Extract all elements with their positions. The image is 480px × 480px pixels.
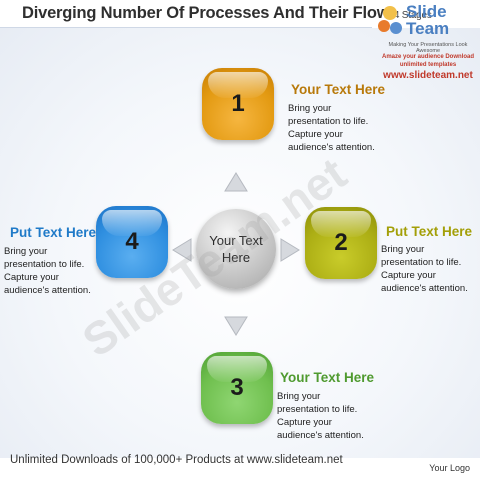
stage-2-body: Bring your presentation to life. Capture… xyxy=(381,244,468,294)
stage-4-heading: Put Text Here xyxy=(10,225,97,240)
stage-2-number: 2 xyxy=(334,229,348,256)
stage-3-heading: Your Text Here xyxy=(280,370,375,385)
stage-1-body: Bring your presentation to life. Capture… xyxy=(288,103,375,153)
logo-line1: Slide xyxy=(406,2,447,21)
slide-title-suffix: 4 Stages xyxy=(393,10,432,21)
arrow-up-icon xyxy=(224,172,248,192)
promo-url: www.slideteam.net xyxy=(383,70,473,81)
stage-1-heading: Your Text Here xyxy=(291,82,386,97)
promo-text: Amaze your audience Download unlimited t… xyxy=(381,54,475,68)
arrow-down-icon xyxy=(224,316,248,336)
stage-3-box: 3 xyxy=(201,352,273,424)
stage-1-number: 1 xyxy=(231,90,245,117)
title-underline xyxy=(0,27,372,28)
logo-line2: Team xyxy=(406,19,450,38)
center-label: Your Text Here xyxy=(209,233,263,265)
stage-2-heading: Put Text Here xyxy=(386,224,473,239)
stage-1-box: 1 xyxy=(202,68,274,140)
your-logo-text: Your Logo xyxy=(429,463,470,473)
arrow-left-icon xyxy=(172,238,192,262)
slide-title-text: Diverging Number Of Processes And Their … xyxy=(22,4,390,22)
stage-4-body: Bring your presentation to life. Capture… xyxy=(4,246,91,296)
arrow-right-icon xyxy=(280,238,300,262)
slide-title: Diverging Number Of Processes And Their … xyxy=(22,4,432,23)
stage-4-number: 4 xyxy=(125,228,139,255)
logo-mark-icon xyxy=(378,6,402,34)
center-circle: Your Text Here xyxy=(196,209,276,289)
stage-3-number: 3 xyxy=(230,374,244,401)
stage-4-box: 4 xyxy=(96,206,168,278)
footer-text: Unlimited Downloads of 100,000+ Products… xyxy=(10,454,343,466)
stage-3-body: Bring your presentation to life. Capture… xyxy=(277,391,364,441)
logo-tagline: Making Your Presentations Look Awesome xyxy=(388,42,468,54)
stage-2-box: 2 xyxy=(305,207,377,279)
